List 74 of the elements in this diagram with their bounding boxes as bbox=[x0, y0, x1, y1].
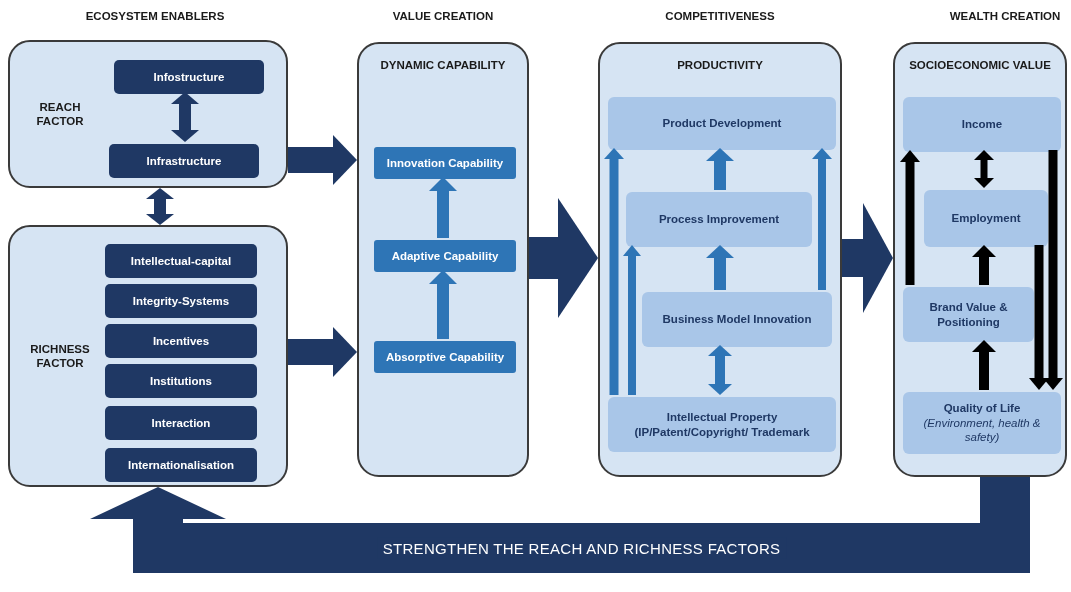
column-heading: VALUE CREATION bbox=[392, 10, 494, 22]
box-label: Product Development bbox=[662, 116, 782, 131]
panel-heading: REACH FACTOR bbox=[35, 99, 85, 129]
outcome-box bbox=[903, 287, 1034, 342]
box-label: Incentives bbox=[152, 333, 210, 349]
outcome-box bbox=[608, 397, 836, 452]
arrow bbox=[429, 177, 457, 238]
arrow bbox=[429, 270, 457, 339]
box-label: Internationalisation bbox=[127, 457, 235, 473]
arrow bbox=[972, 245, 996, 285]
box-label: Infrastructure bbox=[146, 153, 222, 169]
box-label: Innovation Capability bbox=[386, 155, 504, 171]
panel-heading: PRODUCTIVITY bbox=[676, 58, 764, 73]
value-panel bbox=[893, 42, 1067, 477]
productivity-panel bbox=[598, 42, 842, 477]
panel-heading: RICHNESS FACTOR bbox=[29, 341, 91, 371]
outcome-box bbox=[608, 97, 836, 150]
arrow bbox=[288, 327, 357, 377]
double-arrow bbox=[146, 188, 174, 225]
outcome-box bbox=[903, 97, 1061, 152]
box-label: Process Improvement bbox=[658, 212, 780, 227]
enabler-box bbox=[109, 144, 259, 178]
enabler-box bbox=[105, 324, 257, 358]
double-arrow bbox=[171, 92, 199, 142]
arrow bbox=[288, 135, 357, 185]
factor-panel bbox=[8, 40, 288, 188]
enabler-box bbox=[105, 364, 257, 398]
box-label: Adaptive Capability bbox=[391, 248, 499, 264]
capability-box bbox=[374, 341, 516, 373]
double-arrow bbox=[708, 345, 732, 395]
outcome-box bbox=[626, 192, 812, 247]
box-label: Employment bbox=[951, 211, 1021, 226]
arrow bbox=[1043, 150, 1063, 390]
box-label: Integrity-Systems bbox=[132, 293, 230, 309]
box-label: Intellectual-capital bbox=[130, 253, 232, 269]
arrow bbox=[529, 198, 598, 318]
panel-heading: SOCIOECONOMIC VALUE bbox=[908, 58, 1052, 73]
arrow bbox=[1029, 245, 1049, 390]
box-label: Business Model Innovation bbox=[662, 312, 812, 327]
box-label: Brand Value & Positioning bbox=[928, 299, 1009, 330]
outcome-box bbox=[924, 190, 1048, 247]
box-label: Quality of Life bbox=[943, 400, 1021, 416]
box-label: Income bbox=[961, 117, 1003, 132]
box-label: Infostructure bbox=[153, 69, 225, 85]
arrow bbox=[812, 148, 832, 290]
arrow bbox=[706, 245, 734, 290]
capability-box bbox=[374, 147, 516, 179]
arrow bbox=[842, 203, 893, 313]
double-arrow bbox=[974, 150, 994, 188]
enabler-box bbox=[114, 60, 264, 94]
arrow bbox=[623, 245, 641, 395]
capability-panel bbox=[357, 42, 529, 477]
capability-box bbox=[374, 240, 516, 272]
box-label: Intellectual Property (IP/Patent/Copyright/ Trademark bbox=[633, 409, 811, 440]
box-label: Interaction bbox=[151, 415, 211, 431]
feedback-arrow bbox=[90, 477, 1030, 573]
box-note: (Environment, health & safety) bbox=[922, 415, 1042, 446]
arrow bbox=[706, 148, 734, 190]
enabler-box bbox=[105, 448, 257, 482]
column-heading: WEALTH CREATION bbox=[949, 10, 1061, 22]
outcome-box bbox=[642, 292, 832, 347]
enabler-box bbox=[105, 406, 257, 440]
column-heading: ECOSYSTEM ENABLERS bbox=[85, 10, 225, 22]
panel-heading: DYNAMIC CAPABILITY bbox=[379, 58, 507, 73]
enabler-box bbox=[105, 284, 257, 318]
arrow bbox=[972, 340, 996, 390]
outcome-box bbox=[903, 392, 1061, 454]
box-label: Absorptive Capability bbox=[385, 349, 505, 365]
column-heading: COMPETITIVENESS bbox=[665, 10, 775, 22]
enabler-box bbox=[105, 244, 257, 278]
arrow bbox=[900, 150, 920, 285]
factor-panel bbox=[8, 225, 288, 487]
box-label: Institutions bbox=[150, 373, 212, 389]
arrow bbox=[604, 148, 624, 395]
